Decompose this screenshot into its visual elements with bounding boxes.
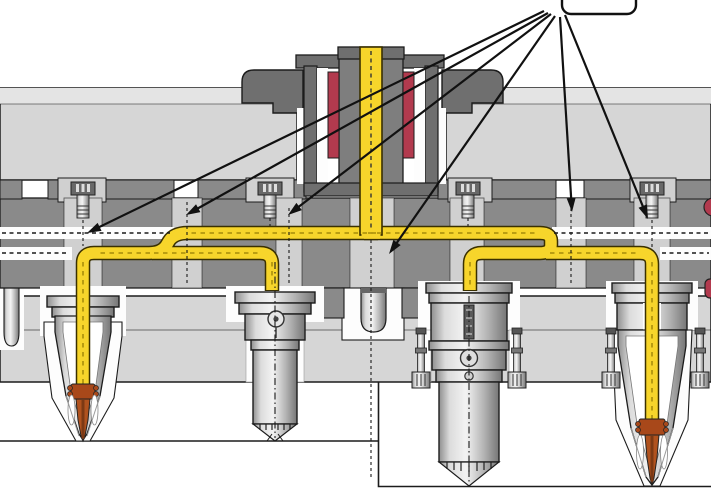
arrow-1-head bbox=[87, 222, 102, 233]
housing-wall-right bbox=[424, 65, 439, 193]
arrow-3-line bbox=[294, 13, 552, 211]
housing-wall-left bbox=[303, 65, 318, 193]
mold-insert-outline bbox=[377, 382, 711, 488]
torpedo-tip-nozzle-1 bbox=[65, 383, 101, 443]
clamp-block-right bbox=[441, 69, 504, 114]
clamp-block-left bbox=[241, 69, 304, 114]
arrow-1-line bbox=[94, 10, 545, 231]
arrow-3-head bbox=[288, 202, 302, 215]
arrow-2-line bbox=[193, 12, 549, 212]
hot-runner-manifold bbox=[0, 177, 711, 289]
centerlines bbox=[2, 202, 709, 482]
annotation-arrows bbox=[87, 10, 648, 254]
arrow-6-head bbox=[638, 204, 648, 219]
melt-channels bbox=[75, 46, 660, 434]
callout-box bbox=[560, 0, 638, 16]
heater-band-right bbox=[402, 71, 415, 159]
arrow-4-line bbox=[393, 15, 556, 248]
torpedo-tip-nozzle-4 bbox=[630, 418, 674, 487]
center-support-pin bbox=[317, 287, 429, 341]
arrow-4-head bbox=[389, 239, 401, 254]
arrow-5-head bbox=[566, 197, 576, 212]
arrow-2-head bbox=[186, 204, 201, 215]
nozzle-side-pins bbox=[411, 327, 710, 389]
edge-heater-elements bbox=[703, 197, 711, 299]
arrow-6-line bbox=[563, 14, 646, 212]
arrow-5-line bbox=[558, 16, 573, 204]
